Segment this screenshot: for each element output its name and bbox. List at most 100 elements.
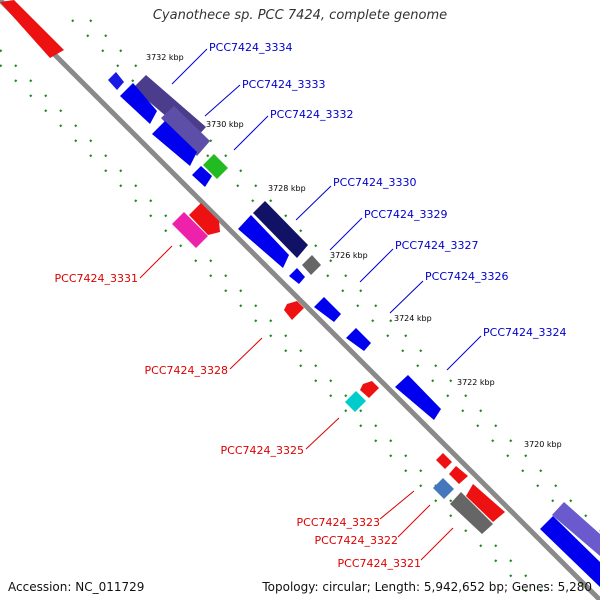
tick-dot [149, 214, 153, 218]
gene-arrow[interactable] [552, 502, 600, 556]
tick-dot [551, 499, 555, 503]
tick-dot [0, 64, 3, 68]
gene-arrow[interactable] [108, 72, 124, 90]
gene-arrow[interactable] [433, 478, 454, 499]
gene-arrow[interactable] [346, 328, 371, 351]
gene-label-PCC7424_3332[interactable]: PCC7424_3332 [270, 108, 353, 121]
tick-dot [419, 349, 423, 353]
gene-label-PCC7424_3330[interactable]: PCC7424_3330 [333, 176, 416, 189]
gene-arrow[interactable] [345, 391, 366, 412]
tick-label: 3728 kbp [268, 184, 306, 193]
tick-dot [314, 379, 318, 383]
leader-line [397, 504, 431, 538]
tick-dot [539, 469, 543, 473]
tick-dot [119, 49, 123, 53]
gene-arrow[interactable] [449, 466, 468, 484]
tick-dot [524, 589, 528, 593]
gene-label-PCC7424_3324[interactable]: PCC7424_3324 [483, 326, 566, 339]
tick-dot [44, 109, 48, 113]
tick-dot [299, 364, 303, 368]
gene-arrow[interactable] [161, 106, 210, 156]
gene-arrow[interactable] [0, 0, 64, 58]
leader-line [420, 527, 454, 561]
tick-dot [476, 424, 480, 428]
tick-dot [416, 364, 420, 368]
tick-dot [521, 469, 525, 473]
tick-dot [479, 544, 483, 548]
tick-dot [89, 139, 93, 143]
gene-arrow[interactable] [284, 301, 304, 320]
tick-dot [329, 379, 333, 383]
tick-dot [446, 394, 450, 398]
gene-arrow[interactable] [152, 121, 197, 166]
leader-line [171, 48, 208, 85]
gene-label-PCC7424_3326[interactable]: PCC7424_3326 [425, 270, 508, 283]
gene-arrow[interactable] [466, 484, 505, 522]
tick-dot [269, 199, 273, 203]
gene-arrow[interactable] [189, 203, 220, 235]
gene-label-PCC7424_3321[interactable]: PCC7424_3321 [338, 557, 421, 570]
tick-dot [44, 94, 48, 98]
gene-arrow[interactable] [395, 375, 441, 420]
tick-dot [359, 424, 363, 428]
gene-arrow[interactable] [172, 212, 208, 248]
tick-dot [344, 274, 348, 278]
tick-dot [509, 559, 513, 563]
gene-arrow[interactable] [302, 255, 321, 275]
tick-dot [14, 64, 18, 68]
tick-dot [284, 349, 288, 353]
tick-dot [254, 184, 258, 188]
leader-line [139, 245, 173, 279]
gene-arrow[interactable] [540, 516, 600, 587]
tick-dot [569, 499, 573, 503]
tick-dot [431, 379, 435, 383]
gene-label-PCC7424_3331[interactable]: PCC7424_3331 [55, 272, 138, 285]
tick-dot [194, 259, 198, 263]
gene-arrow[interactable] [203, 154, 228, 179]
tick-dot [209, 259, 213, 263]
gene-arrow[interactable] [289, 268, 305, 284]
gene-label-PCC7424_3327[interactable]: PCC7424_3327 [395, 239, 478, 252]
gene-arrow[interactable] [314, 297, 341, 322]
tick-dot [389, 454, 393, 458]
leader-line [329, 217, 363, 251]
tick-dot [434, 364, 438, 368]
tick-dot [374, 439, 378, 443]
gene-arrow[interactable] [436, 453, 452, 469]
gene-arrow[interactable] [238, 215, 289, 268]
tick-dot [494, 559, 498, 563]
gene-label-PCC7424_3329[interactable]: PCC7424_3329 [364, 208, 447, 221]
tick-dot [59, 124, 63, 128]
tick-dot [0, 49, 3, 53]
gene-arrow[interactable] [450, 492, 493, 534]
gene-label-PCC7424_3333[interactable]: PCC7424_3333 [242, 78, 325, 91]
leader-line [295, 185, 332, 221]
gene-arrow[interactable] [360, 381, 379, 398]
tick-dot [164, 229, 168, 233]
tick-dot [419, 469, 423, 473]
gene-label-PCC7424_3322[interactable]: PCC7424_3322 [315, 534, 398, 547]
tick-dot [329, 259, 333, 263]
gene-arrow[interactable] [253, 201, 308, 258]
tick-dot [134, 64, 138, 68]
tick-dot [356, 304, 360, 308]
leader-line [359, 248, 394, 283]
tick-dot [401, 349, 405, 353]
gene-label-PCC7424_3325[interactable]: PCC7424_3325 [221, 444, 304, 457]
tick-dot [404, 454, 408, 458]
accession-label: Accession: NC_011729 [8, 580, 145, 594]
tick-dot [509, 439, 513, 443]
gene-label-PCC7424_3328[interactable]: PCC7424_3328 [145, 364, 228, 377]
tick-dot [341, 289, 345, 293]
gene-arrow[interactable] [120, 83, 157, 124]
gene-label-PCC7424_3334[interactable]: PCC7424_3334 [209, 41, 292, 54]
tick-dot [104, 154, 108, 158]
tick-dot [134, 199, 138, 203]
tick-dot [164, 214, 168, 218]
tick-dot [314, 364, 318, 368]
gene-arrow[interactable] [192, 166, 212, 187]
gene-label-PCC7424_3323[interactable]: PCC7424_3323 [297, 516, 380, 529]
